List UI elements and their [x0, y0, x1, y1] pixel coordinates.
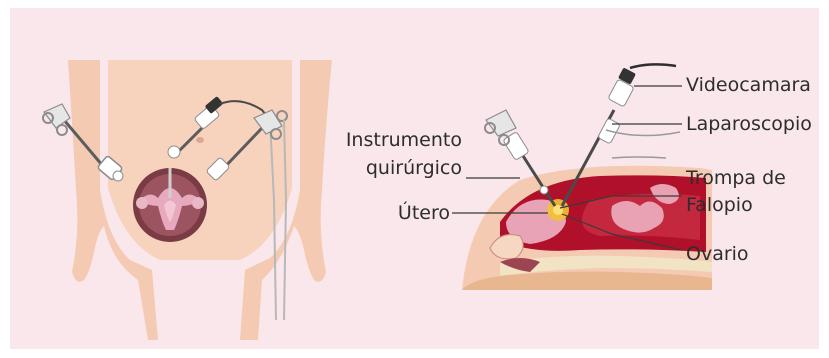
- label-trompa-line2: Falopio: [686, 193, 753, 217]
- label-instrumento-line2: quirúrgico: [312, 156, 462, 180]
- label-utero: Útero: [370, 201, 450, 225]
- label-ovario: Ovario: [686, 242, 749, 266]
- label-laparoscopio: Laparoscopio: [686, 112, 812, 136]
- label-trompa-line1: Trompa de: [686, 166, 786, 190]
- label-videocamara: Videocamara: [686, 73, 811, 97]
- label-instrumento-line1: Instrumento: [312, 128, 462, 152]
